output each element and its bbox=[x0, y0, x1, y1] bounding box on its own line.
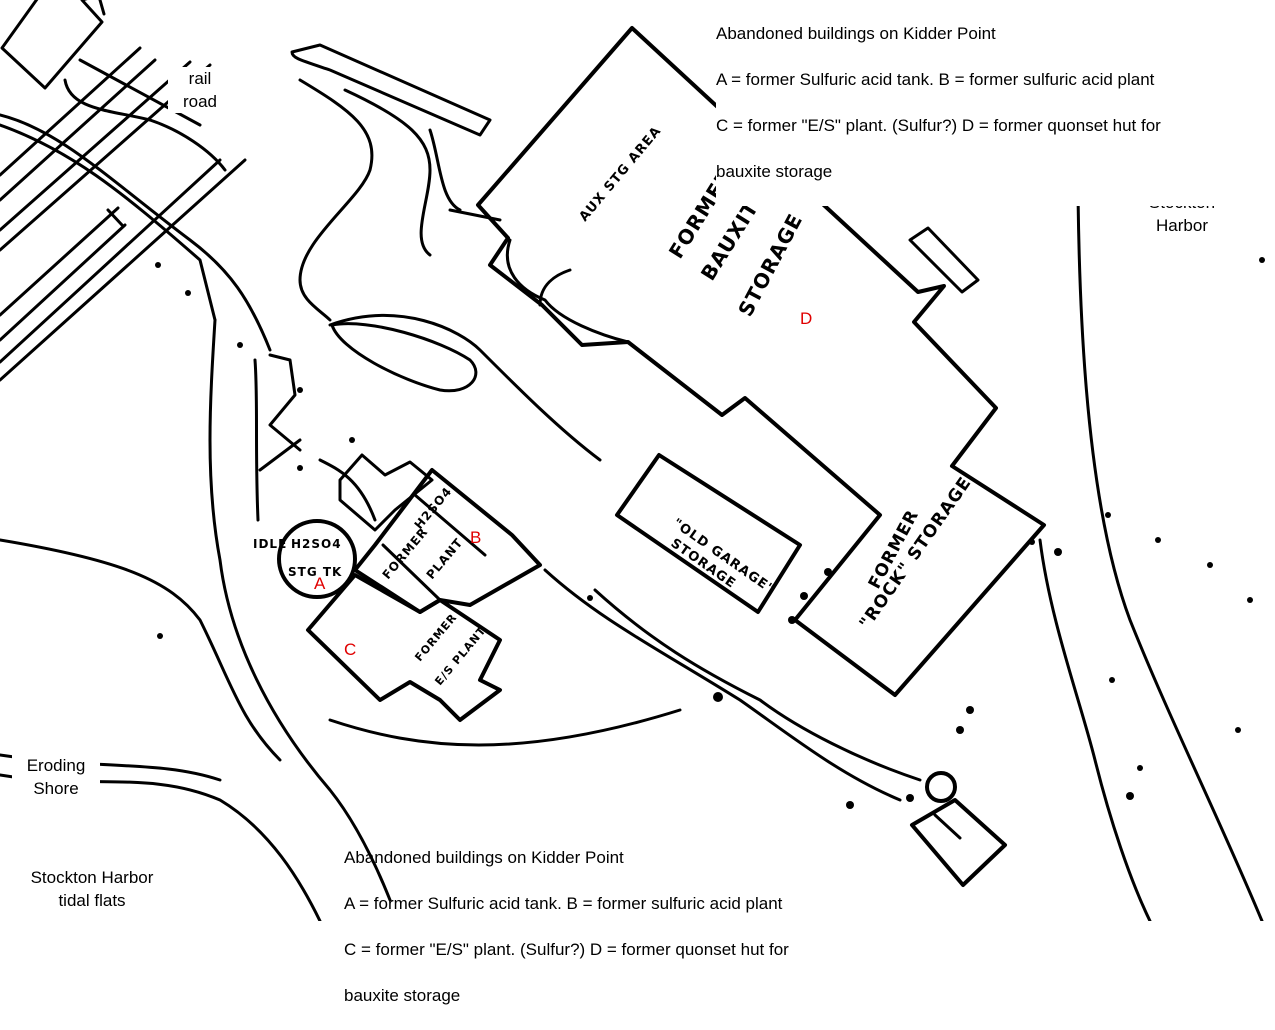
eroding-shore-label: Eroding Shore bbox=[12, 754, 100, 800]
building-d-annex-inner bbox=[538, 268, 572, 307]
marker-d: D bbox=[800, 309, 813, 328]
building-b-inner bbox=[381, 493, 487, 602]
marker-c: C bbox=[344, 640, 357, 659]
building-b-stairs bbox=[338, 453, 434, 532]
caption-bottom-line3: bauxite storage bbox=[344, 986, 461, 1005]
hand-plant-b: PLANT bbox=[424, 535, 466, 582]
marker-a: A bbox=[314, 574, 326, 593]
east-shoreline-inner bbox=[1038, 538, 1152, 921]
caption-bottom-line1: A = former Sulfuric acid tank. B = forme… bbox=[344, 894, 783, 913]
tidal-flats-label: Stockton Harbor tidal flats bbox=[10, 866, 174, 912]
caption-bottom-line2: C = former "E/S" plant. (Sulfur?) D = fo… bbox=[344, 940, 789, 959]
caption-top: Abandoned buildings on Kidder Point A = … bbox=[716, 0, 1271, 206]
marker-b: B bbox=[470, 528, 482, 547]
building-c bbox=[306, 573, 502, 722]
tank-a bbox=[277, 519, 357, 599]
hand-rock-storage: "ROCK" STORAGE bbox=[856, 473, 976, 633]
teardrop-island bbox=[330, 322, 478, 393]
caption-top-line1: A = former Sulfuric acid tank. B = forme… bbox=[716, 70, 1155, 89]
hand-h2so4-tank: H2SO4 bbox=[291, 537, 342, 551]
southeast-tank bbox=[925, 771, 957, 803]
caption-top-line3: bauxite storage bbox=[716, 162, 833, 181]
caption-bottom: Abandoned buildings on Kidder Point A = … bbox=[344, 823, 884, 1030]
caption-bottom-title: Abandoned buildings on Kidder Point bbox=[344, 848, 624, 867]
caption-top-title: Abandoned buildings on Kidder Point bbox=[716, 24, 996, 43]
hand-aux-stg-area: AUX STG AREA bbox=[577, 124, 665, 225]
top-left-building-edge bbox=[98, 0, 106, 16]
old-garage-building bbox=[615, 453, 802, 614]
top-left-building bbox=[0, 0, 104, 90]
hand-idle: IDLE bbox=[253, 537, 287, 551]
roads bbox=[0, 43, 922, 921]
caption-top-line2: C = former "E/S" plant. (Sulfur?) D = fo… bbox=[716, 116, 1161, 135]
east-shoreline bbox=[1076, 93, 1264, 921]
southeast-building bbox=[910, 798, 1007, 887]
small-rect-east bbox=[908, 226, 980, 294]
rail-road-label: rail road bbox=[168, 67, 232, 113]
map-dots bbox=[155, 57, 1265, 809]
building-d-annex bbox=[505, 238, 630, 344]
building-b bbox=[353, 468, 542, 614]
southeast-building-divider bbox=[933, 813, 962, 840]
hand-stg-tk: STG TK bbox=[288, 565, 342, 579]
